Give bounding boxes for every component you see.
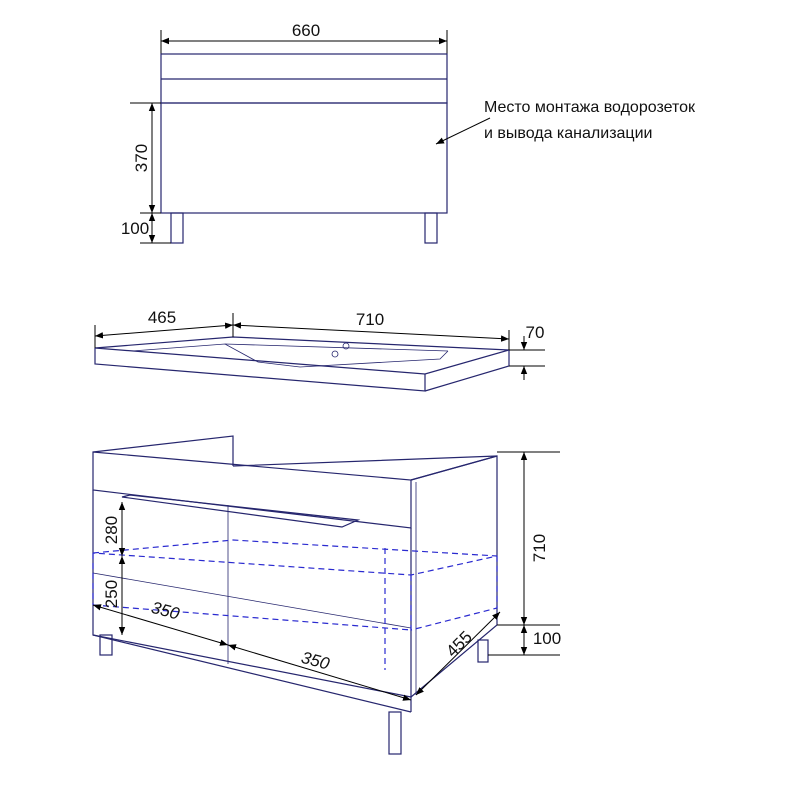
right-width-dimension-line	[227, 644, 412, 701]
cabinet-back-panel	[92, 435, 234, 466]
basin-depth-label: 465	[148, 308, 176, 327]
cabinet-leg-front-right	[388, 711, 402, 755]
note-line-1: Место монтажа водорозеток	[484, 99, 696, 116]
height-label: 370	[132, 144, 151, 172]
drawer-height-label: 280	[102, 516, 121, 544]
drawer-handle	[121, 494, 361, 528]
depth-label: 455	[442, 627, 475, 660]
cabinet-height-label: 710	[530, 534, 549, 562]
right-width-label: 350	[299, 648, 332, 674]
faucet-hole-icon	[342, 342, 350, 350]
basin-bowl-edge	[131, 343, 449, 368]
note-leader	[435, 117, 491, 145]
depth-dimension-line	[415, 611, 501, 696]
left-width-dimension-line	[92, 604, 229, 646]
basin-bowl-back	[224, 343, 449, 352]
leg-label: 100	[121, 219, 149, 238]
cabinet-top-outline	[92, 451, 412, 529]
shelf-height-label: 250	[102, 580, 121, 608]
shelf-front-line	[92, 572, 412, 629]
front-leg-left	[170, 212, 184, 244]
width-label: 660	[292, 21, 320, 40]
shelf-dashed-top	[92, 539, 498, 576]
cabinet-view: 280 250 350 350 455 710 100	[92, 435, 561, 755]
cabinet-leg-back-right	[477, 639, 489, 663]
left-width-label: 350	[149, 598, 182, 624]
cabinet-leg-label: 100	[533, 629, 561, 648]
cabinet-front-frame	[92, 490, 412, 698]
basin-view: 465 710 70	[94, 308, 545, 392]
basin-width-label: 710	[356, 310, 384, 329]
basin-front-face	[94, 348, 426, 392]
basin-width-dimension-line	[232, 322, 510, 342]
front-leg-right	[424, 212, 438, 244]
basin-top-surface	[94, 336, 510, 375]
cabinet-side-panel	[410, 455, 498, 698]
shelf-dashed-front	[92, 604, 412, 631]
mounting-zone-hatch	[160, 102, 448, 214]
basin-depth-dimension-line	[94, 322, 234, 339]
basin-thickness-label: 70	[526, 323, 545, 342]
note-line-2: и вывода канализации	[484, 125, 652, 142]
front-view: 660 370 100 Место монтажа водорозеток и …	[121, 21, 696, 244]
drain-hole-icon	[331, 350, 339, 358]
cabinet-base-front	[92, 634, 412, 713]
shelf-dashed-sides	[92, 553, 498, 631]
